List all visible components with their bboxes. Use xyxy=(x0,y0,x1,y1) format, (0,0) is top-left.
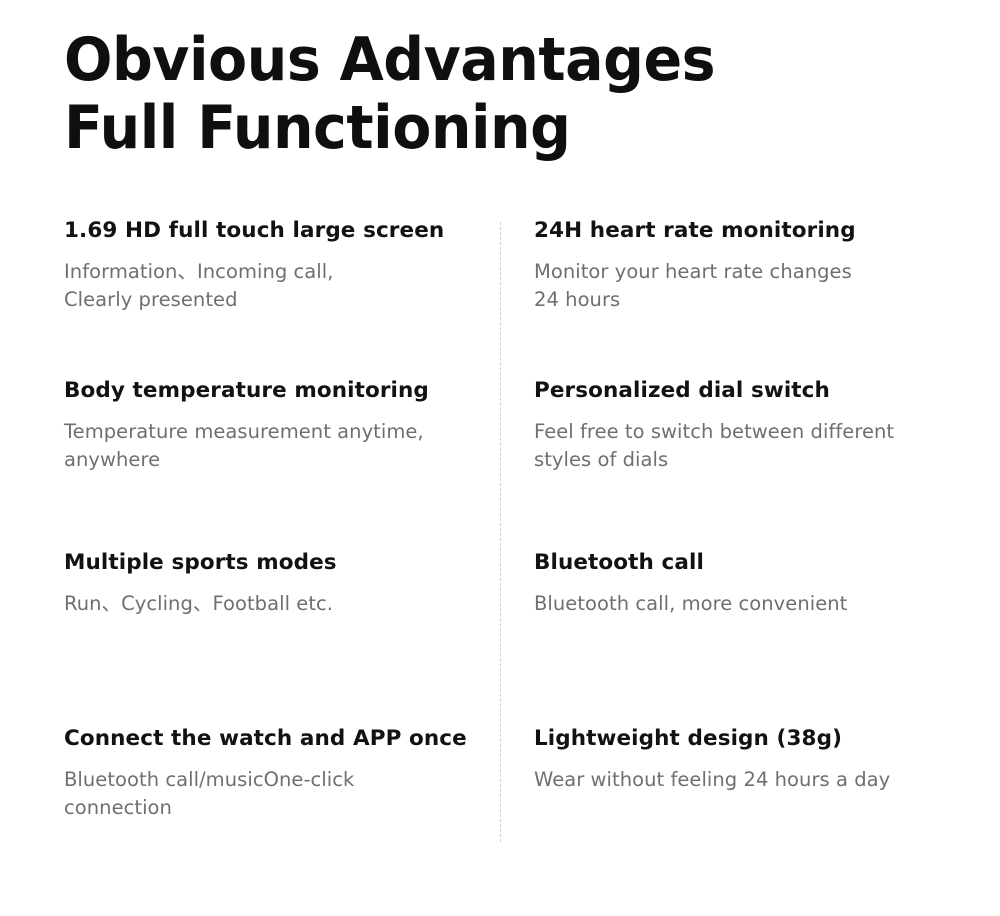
feature-item: Body temperature monitoring Temperature … xyxy=(64,378,484,474)
feature-title: Bluetooth call xyxy=(534,550,704,575)
column-divider xyxy=(500,222,501,842)
feature-title: Lightweight design (38g) xyxy=(534,726,842,751)
feature-item: Lightweight design (38g) Wear without fe… xyxy=(534,726,954,794)
feature-item: 1.69 HD full touch large screen Informat… xyxy=(64,218,484,314)
page-title-line-2: Full Functioning xyxy=(64,93,571,163)
feature-description: Run、Cycling、Football etc. xyxy=(64,592,334,615)
feature-title: 24H heart rate monitoring xyxy=(534,218,856,243)
feature-description: Wear without feeling 24 hours a day xyxy=(534,768,891,791)
feature-title: 1.69 HD full touch large screen xyxy=(64,218,445,243)
feature-title: Connect the watch and APP once xyxy=(64,726,467,751)
feature-description: Information、Incoming call,Clearly presen… xyxy=(64,260,334,311)
feature-title: Body temperature monitoring xyxy=(64,378,429,403)
page-title-line-1: Obvious Advantages xyxy=(64,25,716,95)
feature-item: Multiple sports modes Run、Cycling、Footba… xyxy=(64,550,484,618)
feature-item: Personalized dial switch Feel free to sw… xyxy=(534,378,954,474)
feature-item: 24H heart rate monitoring Monitor your h… xyxy=(534,218,954,314)
feature-description: Bluetooth call, more convenient xyxy=(534,592,848,615)
feature-title: Multiple sports modes xyxy=(64,550,337,575)
feature-item: Bluetooth call Bluetooth call, more conv… xyxy=(534,550,954,618)
feature-title: Personalized dial switch xyxy=(534,378,830,403)
feature-description: Temperature measurement anytime,anywhere xyxy=(64,420,424,471)
page-title: Obvious Advantages Full Functioning xyxy=(64,26,884,162)
feature-item: Connect the watch and APP once Bluetooth… xyxy=(64,726,484,822)
feature-grid: 1.69 HD full touch large screen Informat… xyxy=(0,208,1000,848)
